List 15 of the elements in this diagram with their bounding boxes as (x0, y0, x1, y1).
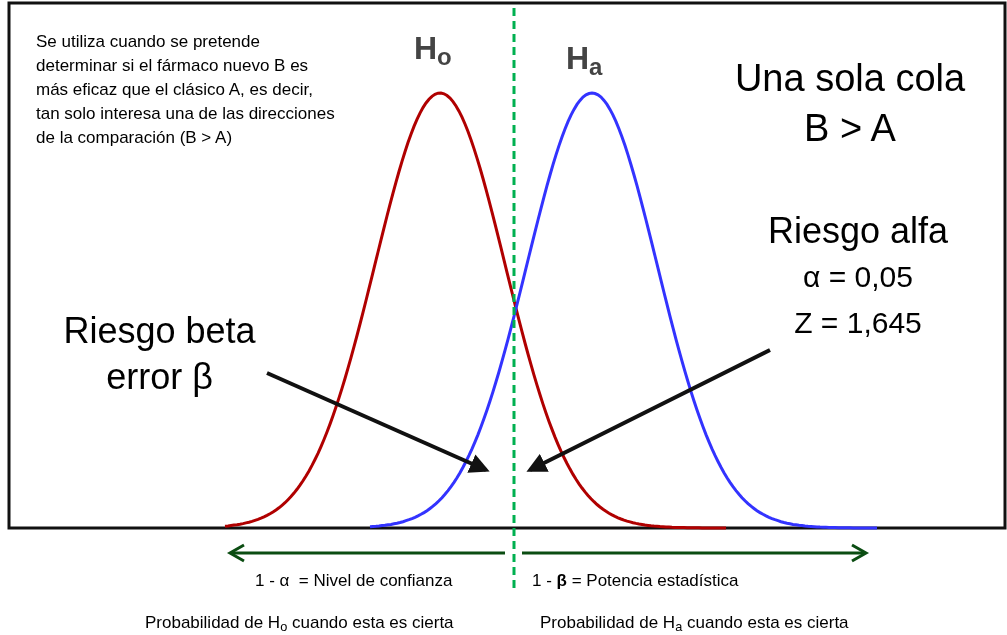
caption-text: Probabilidad de H$_{a}$ cuando esta es cierta (540, 612, 849, 635)
alternative-hypothesis-label: H$_{a}$ (566, 39, 603, 82)
heading-text: Una sola cola (733, 56, 967, 101)
null-hypothesis-label: H$_{o}$ (414, 29, 452, 72)
annotation-text: Riesgo beta error β (62, 309, 257, 399)
annotation-text: α = 0,05 (803, 259, 913, 295)
annotation-text: Riesgo alfa (767, 209, 949, 253)
description-text: Se utiliza cuando se pretende determinar si el fármaco nuevo B es más eficaz que el clásico A, es decir, tan solo interesa una de las direcciones de la comparación (B > A) (36, 31, 336, 149)
leader-arrow (526, 348, 771, 472)
leader-arrow (266, 371, 490, 473)
formula-text: 1 - β = Potencia estadística (532, 570, 739, 592)
caption-text: Probabilidad de H$_{o}$ cuando esta es cierta (145, 612, 454, 635)
heading-text: B > A (803, 106, 897, 151)
formula-text: 1 - α = Nivel de confianza (255, 570, 453, 592)
annotation-text: Z = 1,645 (794, 305, 922, 341)
